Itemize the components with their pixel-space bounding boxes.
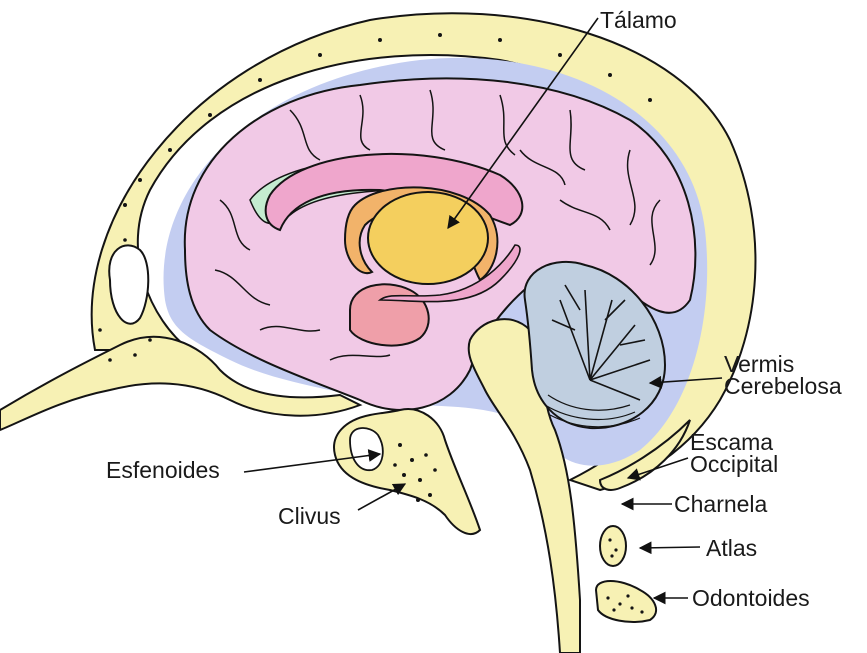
- midbrain: [350, 284, 429, 345]
- atlas-leader: [640, 547, 700, 548]
- label-occipital: Occipital: [690, 451, 778, 477]
- label-esfenoides: Esfenoides: [106, 457, 220, 483]
- label-clivus: Clivus: [278, 503, 341, 529]
- label-charnela: Charnela: [674, 491, 768, 517]
- sphenoid-clivus: [334, 409, 480, 534]
- atlas-bone: [600, 526, 626, 566]
- thalamus: [368, 192, 488, 284]
- label-talamo: Tálamo: [600, 7, 677, 33]
- odontoid-bone: [596, 581, 656, 622]
- label-odontoides: Odontoides: [692, 585, 810, 611]
- label-cerebelosa: Cerebelosa: [724, 373, 842, 399]
- label-atlas: Atlas: [706, 535, 757, 561]
